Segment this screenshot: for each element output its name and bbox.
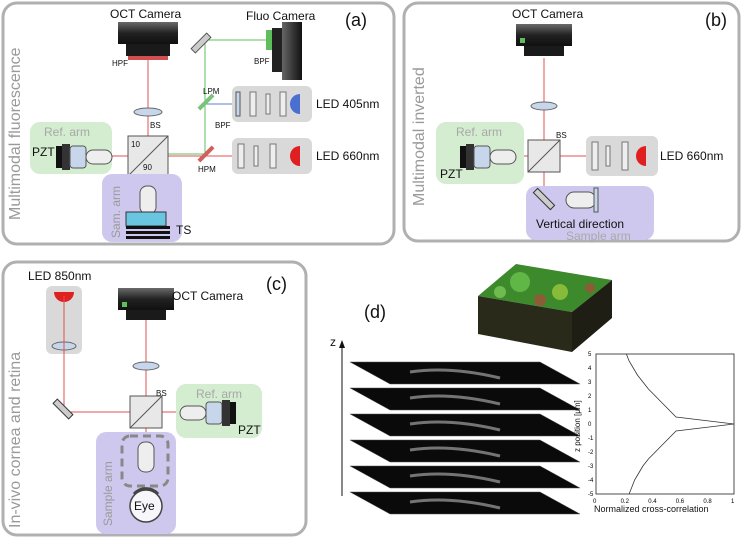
panel-b-led-660-label: LED 660nm bbox=[660, 149, 723, 163]
hpf-label: HPF bbox=[112, 59, 128, 68]
correlation-plot: 0 0.2 0.4 0.6 0.8 1 5 4 3 2 1 0 -1 -2 -3 -4 -5 Normaliz… bbox=[573, 352, 735, 514]
y-tick-label: -1 bbox=[588, 436, 594, 442]
eye-label: Eye bbox=[134, 499, 155, 513]
panel-b-tag: (b) bbox=[705, 10, 727, 30]
fluo-camera-label: Fluo Camera bbox=[246, 9, 316, 23]
led-850-label: LED 850nm bbox=[28, 269, 91, 283]
y-tick-label: 5 bbox=[588, 352, 592, 358]
panel-a-sample-objective bbox=[125, 185, 170, 239]
y-tick-label: 2 bbox=[588, 394, 592, 400]
bpf-mid-label: BPF bbox=[215, 121, 231, 130]
panel-c-beam-splitter bbox=[129, 395, 163, 429]
panel-a-beam-splitter bbox=[127, 135, 169, 177]
oct-camera-icon bbox=[118, 22, 178, 60]
panel-b-mirror bbox=[532, 187, 556, 211]
x-tick-label: 1 bbox=[731, 499, 735, 505]
led-660-optics bbox=[237, 143, 300, 169]
panel-c-tag: (c) bbox=[266, 274, 287, 294]
panel-c-mirror bbox=[52, 398, 74, 420]
led-405-label: LED 405nm bbox=[316, 97, 379, 111]
mirror-top bbox=[190, 32, 212, 54]
panel-a: Multimodal fluorescence (a) OCT Camera H… bbox=[1, 1, 396, 246]
bpf-top-label: BPF bbox=[254, 57, 270, 66]
y-tick-label: 3 bbox=[588, 380, 592, 386]
y-tick-label: 0 bbox=[588, 422, 592, 428]
panel-b-sample-objective bbox=[565, 187, 599, 213]
lens-a bbox=[133, 107, 163, 117]
panel-d-tag: (d) bbox=[364, 302, 386, 322]
panel-c-oct-camera-label: OCT Camera bbox=[172, 289, 243, 303]
panel-a-bs-label: BS bbox=[150, 121, 161, 130]
panel-b: Multimodal inverted (b) OCT Camera Ref. … bbox=[402, 1, 741, 243]
y-tick-label: -4 bbox=[588, 478, 594, 484]
z-axis-arrow bbox=[339, 340, 345, 348]
x-tick-label: 0.4 bbox=[648, 499, 657, 505]
vertical-direction-label: Vertical direction bbox=[536, 217, 624, 231]
y-tick-label: 1 bbox=[588, 408, 592, 414]
panel-c: In-vivo cornea and retina (c) LED 850nm … bbox=[1, 260, 308, 537]
panel-b-led-optics bbox=[591, 141, 646, 171]
eye-cornea bbox=[132, 487, 160, 496]
panel-b-oct-camera-icon bbox=[516, 24, 572, 56]
panel-b-side-title: Multimodal inverted bbox=[411, 67, 428, 206]
panel-b-pzt-label: PZT bbox=[440, 167, 463, 181]
panel-a-ref-arm-label: Ref. arm bbox=[44, 125, 90, 139]
hpm-label: HPM bbox=[198, 165, 216, 174]
panel-b-pzt-objective bbox=[460, 144, 517, 170]
y-tick-label: -5 bbox=[588, 492, 594, 498]
lpm-mirror bbox=[197, 93, 215, 111]
panel-c-pzt-objective bbox=[179, 400, 236, 426]
image-stack bbox=[349, 361, 581, 515]
x-tick-label: 0 bbox=[593, 499, 597, 505]
y-tick-label: -2 bbox=[588, 450, 594, 456]
panel-a-oct-camera-label: OCT Camera bbox=[110, 7, 181, 21]
panel-d: (d) z bbox=[330, 264, 735, 515]
correlation-curve bbox=[626, 353, 735, 495]
panel-c-bs-label: BS bbox=[156, 389, 167, 398]
panel-c-sample-arm-label: Sample arm bbox=[101, 461, 115, 526]
y-tick-label: -3 bbox=[588, 464, 594, 470]
z-axis-label: z bbox=[330, 335, 336, 349]
lens-b bbox=[530, 101, 558, 111]
hpm-mirror bbox=[197, 145, 215, 163]
panel-a-tag: (a) bbox=[345, 10, 367, 30]
panel-c-side-title: In-vivo cornea and retina bbox=[7, 352, 24, 528]
panel-c-pzt-label: PZT bbox=[238, 423, 261, 437]
panel-b-frame bbox=[402, 1, 741, 243]
lpm-label: LPM bbox=[203, 87, 220, 96]
panel-b-beam-splitter bbox=[527, 139, 561, 173]
panel-c-oct-camera-icon bbox=[118, 288, 174, 320]
panel-a-pzt-objective bbox=[56, 144, 113, 170]
x-tick-label: 0.6 bbox=[676, 499, 685, 505]
bs-10-label: 10 bbox=[131, 140, 140, 149]
plot-ylabel: z position [μm] bbox=[573, 400, 582, 452]
panel-a-side-title: Multimodal fluorescence bbox=[7, 47, 24, 220]
panel-c-sample-objective bbox=[137, 441, 155, 473]
panel-c-dashed-objective bbox=[120, 434, 170, 488]
panel-b-sample-arm-box bbox=[526, 186, 654, 240]
panel-c-ref-arm-label: Ref. arm bbox=[196, 387, 242, 401]
lens-c bbox=[132, 361, 160, 371]
ts-label: TS bbox=[176, 223, 191, 237]
x-tick-label: 0.8 bbox=[703, 499, 712, 505]
led-660-label: LED 660nm bbox=[316, 149, 379, 163]
y-tick-label: 4 bbox=[588, 366, 592, 372]
plot-xlabel: Normalized cross-correlation bbox=[594, 504, 709, 514]
panel-a-sample-arm-label: Sam. arm bbox=[109, 186, 123, 238]
panel-b-ref-arm-label: Ref. arm bbox=[456, 125, 502, 139]
panel-a-frame bbox=[1, 1, 396, 246]
led-405-optics bbox=[235, 91, 300, 117]
panel-b-oct-camera-label: OCT Camera bbox=[512, 7, 583, 21]
x-tick-label: 0.2 bbox=[621, 499, 630, 505]
volume-rendering bbox=[478, 264, 612, 352]
panel-a-pzt-label: PZT bbox=[32, 145, 55, 159]
fluo-camera-icon bbox=[266, 22, 302, 80]
panel-b-bs-label: BS bbox=[556, 131, 567, 140]
plot-frame bbox=[595, 353, 735, 495]
bs-90-label: 90 bbox=[143, 163, 152, 172]
panel-c-frame bbox=[1, 260, 308, 537]
panel-b-sample-arm-label: Sample arm bbox=[566, 229, 631, 243]
